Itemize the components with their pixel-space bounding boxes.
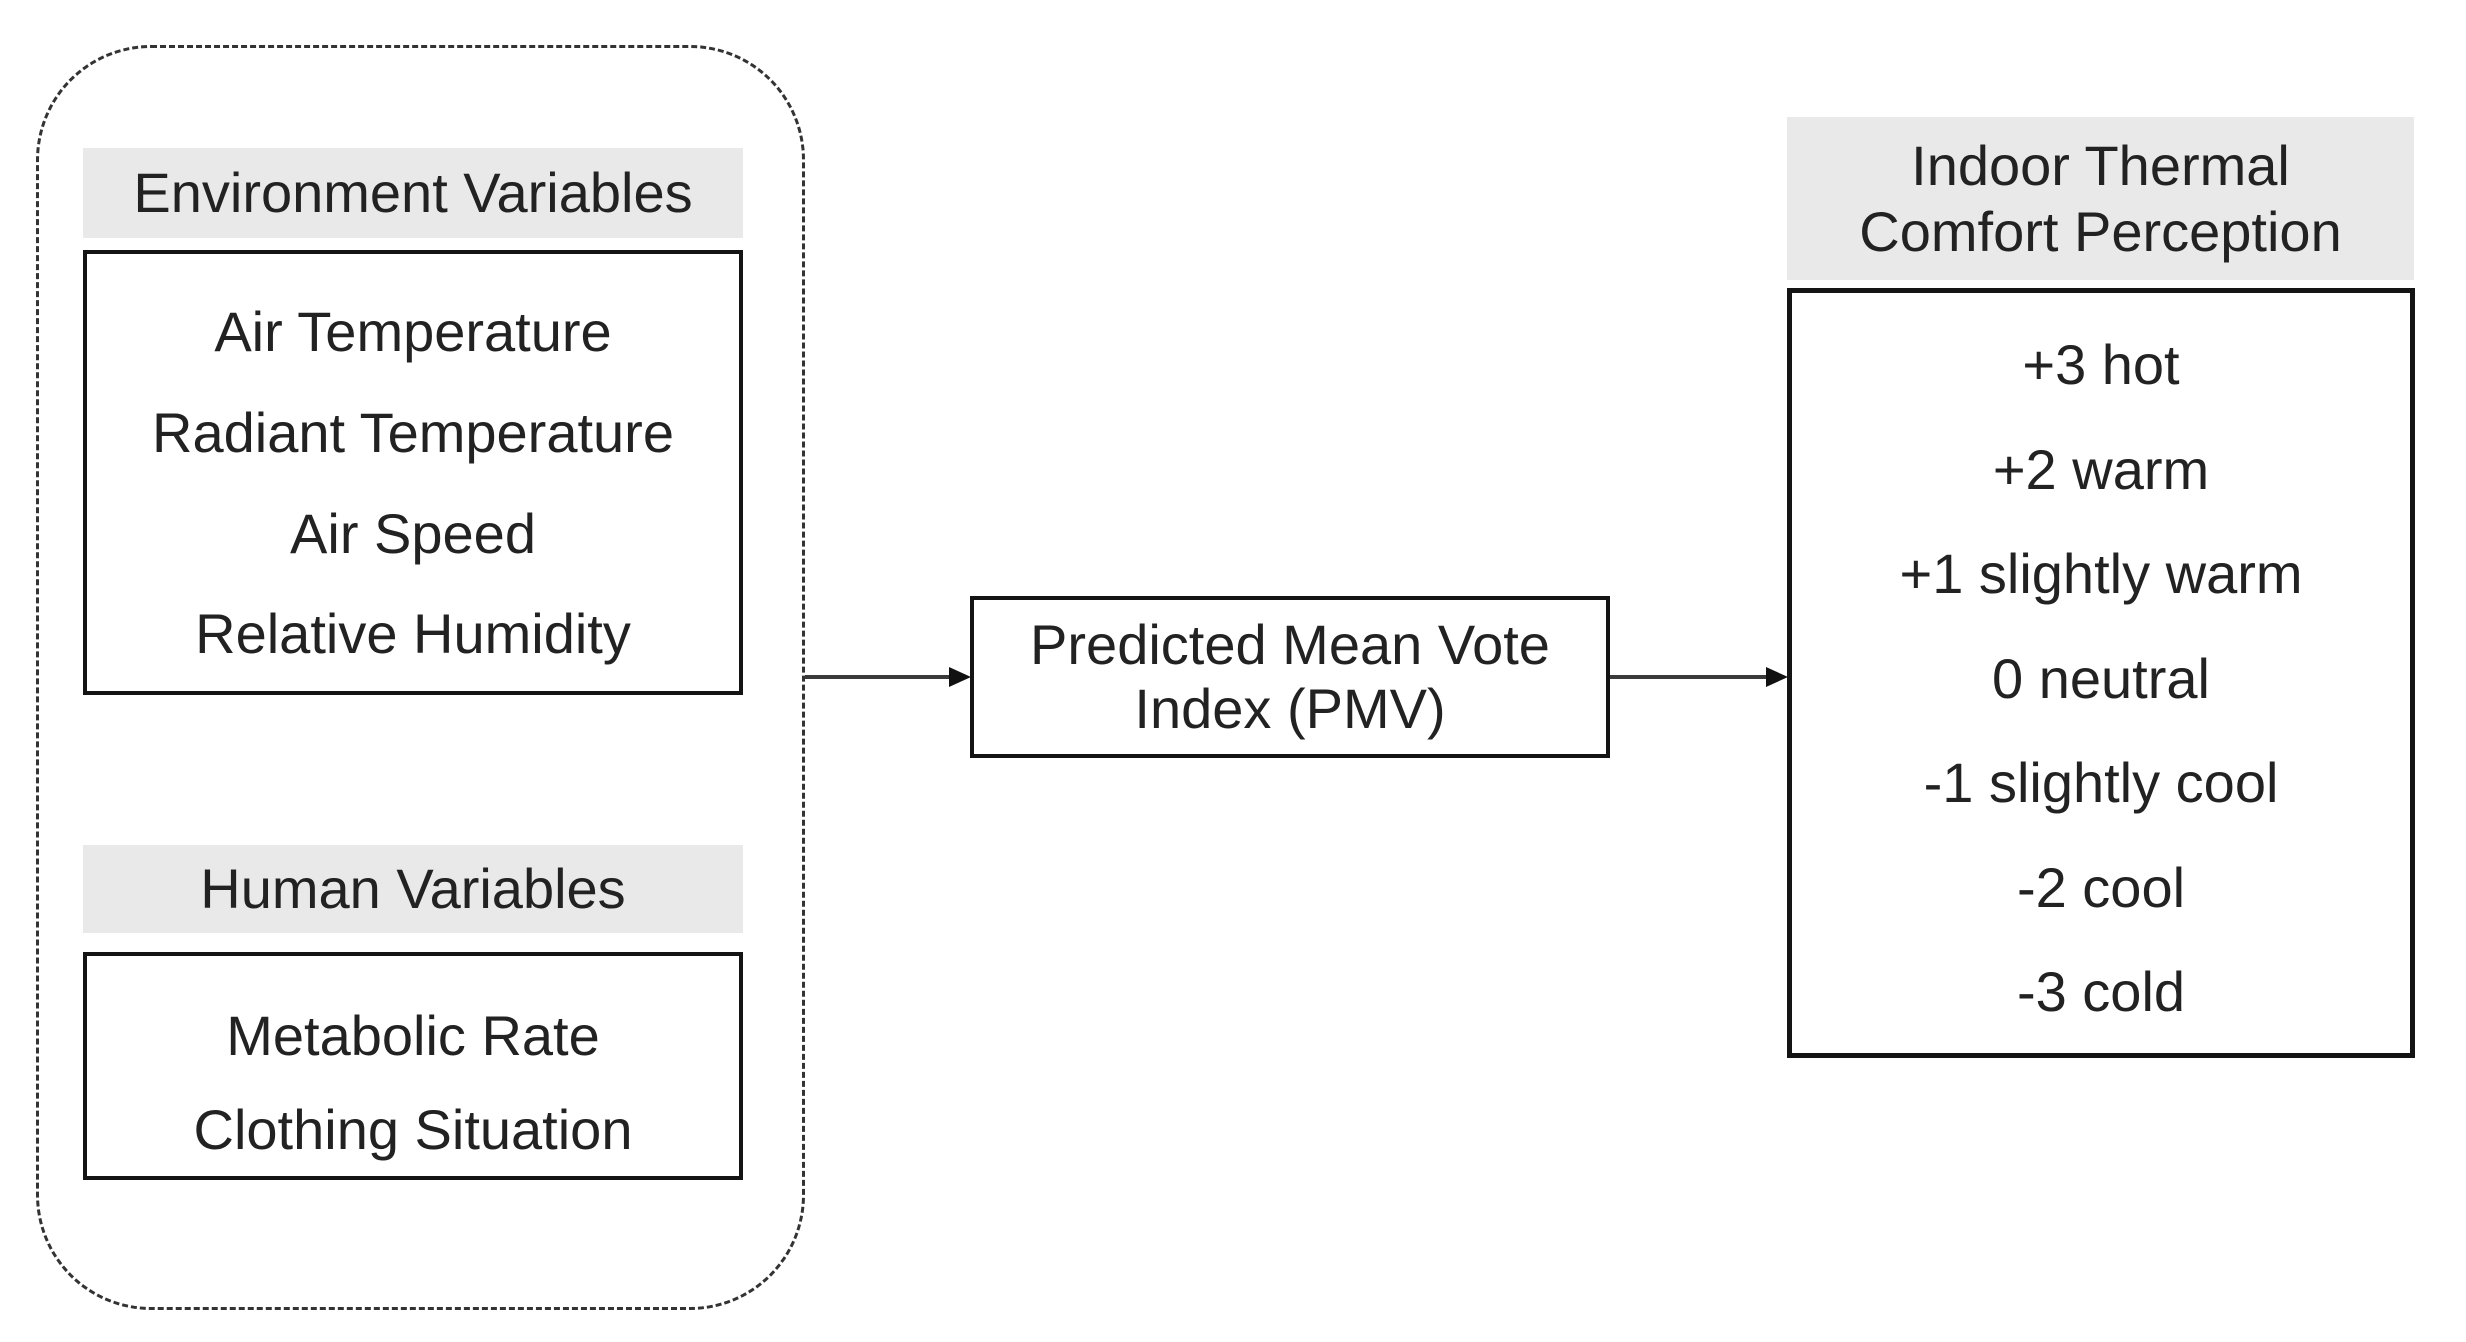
pmv-label-line1: Predicted Mean Vote	[1030, 612, 1550, 676]
scale-item: +1 slightly warm	[1899, 542, 2303, 606]
scale-item: 0 neutral	[1992, 646, 2210, 710]
scale-item: -3 cold	[2016, 960, 2186, 1024]
human-variable-item: Metabolic Rate	[226, 1004, 600, 1067]
scale-item: -1 slightly cool	[1923, 751, 2279, 815]
environment-variable-item: Relative Humidity	[195, 602, 631, 666]
arrow-right-icon	[805, 667, 971, 687]
environment-variable-item: Air Temperature	[214, 300, 612, 364]
environment-variable-item: Radiant Temperature	[152, 400, 674, 464]
arrow-right-icon	[1610, 667, 1788, 687]
scale-item: +2 warm	[1992, 437, 2210, 501]
human-variables-header-label: Human Variables	[200, 856, 626, 920]
environment-variables-box: Air Temperature Radiant Temperature Air …	[83, 250, 743, 695]
thermal-comfort-header-line1: Indoor Thermal	[1911, 133, 2290, 197]
environment-variables-header: Environment Variables	[83, 148, 743, 238]
environment-variables-header-label: Environment Variables	[133, 160, 693, 224]
scale-item: -2 cool	[2016, 855, 2186, 919]
scale-item: +3 hot	[2022, 333, 2180, 397]
pmv-index-box: Predicted Mean Vote Index (PMV)	[970, 596, 1610, 758]
environment-variable-item: Air Speed	[290, 501, 536, 565]
input-variables-group	[36, 45, 805, 1310]
pmv-label-line2: Index (PMV)	[1134, 677, 1446, 740]
thermal-sensation-scale-box: +3 hot +2 warm +1 slightly warm 0 neutra…	[1787, 288, 2415, 1058]
thermal-comfort-header: Indoor Thermal Comfort Perception	[1787, 117, 2414, 280]
human-variables-header: Human Variables	[83, 845, 743, 933]
thermal-comfort-header-line2: Comfort Perception	[1859, 199, 2342, 263]
human-variable-item: Clothing Situation	[193, 1097, 633, 1161]
human-variables-box: Metabolic Rate Clothing Situation	[83, 952, 743, 1180]
